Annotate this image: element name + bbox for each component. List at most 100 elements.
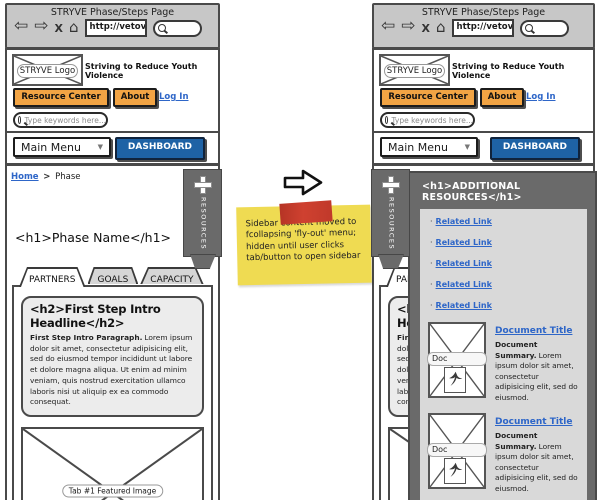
breadcrumb-current: Phase — [55, 172, 81, 182]
search-placeholder: Type keywords here... — [391, 115, 473, 125]
tape-decoration — [279, 200, 333, 225]
home-icon[interactable]: ⌂ — [435, 17, 446, 36]
bullet-icon: · — [430, 217, 433, 226]
left-mockup: STRYVE Phase/Steps Page ⇦ ⇨ X ⌂ http://v… — [5, 3, 222, 500]
about-button[interactable]: About — [480, 88, 524, 107]
resource-center-button[interactable]: Resource Center — [13, 88, 109, 107]
browser-chrome: STRYVE Phase/Steps Page ⇦ ⇨ X ⌂ http://v… — [372, 3, 595, 49]
sidebar-heading: <h1>ADDITIONAL RESOURCES</h1> — [422, 181, 522, 203]
featured-image-label: Tab #1 Featured Image — [61, 484, 164, 498]
site-header: STRYVE Logo Striving to Reduce Youth Vio… — [374, 50, 593, 133]
doc-thumb-label: Doc — [427, 352, 487, 366]
browser-search-field[interactable] — [519, 19, 569, 37]
related-link[interactable]: Related Link — [435, 259, 492, 268]
magnifier-icon — [524, 24, 533, 32]
resources-flyout-tab[interactable]: RESOURCES — [371, 169, 410, 269]
logo-label: STRYVE Logo — [17, 64, 78, 78]
content-area: Home > Phase <h1>Phase Name</h1> PARTNER… — [371, 166, 597, 500]
browser-search-field[interactable] — [152, 19, 202, 37]
search-placeholder: Type keywords here... — [24, 115, 106, 125]
document-info: Document Title Document Summary.Lorem ip… — [495, 322, 579, 403]
close-icon[interactable]: X — [421, 21, 430, 35]
back-arrow-icon[interactable]: ⇦ — [14, 16, 29, 36]
list-item: ·Related Link — [430, 238, 579, 247]
magnifier-icon — [385, 116, 389, 124]
page-body: STRYVE Logo Striving to Reduce Youth Vio… — [371, 48, 597, 500]
url-field[interactable]: http://vetov — [84, 19, 147, 37]
tab-goals[interactable]: GOALS — [87, 267, 139, 284]
bullet-icon: · — [430, 259, 433, 268]
main-menu-dropdown[interactable]: Main Menu ▼ — [380, 137, 478, 157]
logo-label: STRYVE Logo — [384, 64, 445, 78]
keyword-search-input[interactable]: Type keywords here... — [380, 112, 475, 128]
additional-resources-sidebar: <h1>ADDITIONAL RESOURCES</h1> ·Related L… — [408, 171, 597, 500]
plus-icon — [382, 177, 399, 193]
featured-image-placeholder: Tab #1 Featured Image — [21, 427, 204, 500]
document-thumbnail: Doc — [427, 322, 487, 398]
breadcrumb: Home > Phase — [11, 172, 81, 182]
resource-center-button[interactable]: Resource Center — [380, 88, 476, 107]
pdf-icon — [444, 367, 466, 393]
magnifier-icon — [157, 24, 166, 32]
transition-arrow-icon — [283, 169, 323, 196]
document-info: Document Title Document Summary.Lorem ip… — [495, 413, 579, 494]
logo-placeholder: STRYVE Logo — [12, 54, 83, 86]
window-title: STRYVE Phase/Steps Page — [50, 7, 175, 18]
document-thumbnail: Doc — [427, 413, 487, 490]
pdf-icon — [444, 458, 466, 485]
sidebar-content-box: ·Related Link ·Related Link ·Related Lin… — [420, 209, 587, 500]
resources-tab-label: RESOURCES — [387, 197, 396, 251]
back-arrow-icon[interactable]: ⇦ — [381, 16, 396, 36]
tab-capacity[interactable]: CAPACITY — [140, 267, 204, 284]
document-summary: Document Summary.Lorem ipsum dolor sit a… — [495, 431, 578, 493]
breadcrumb-separator: > — [43, 172, 51, 182]
home-icon[interactable]: ⌂ — [68, 17, 79, 36]
intro-box: <h2>First Step Intro Headline</h2> First… — [21, 296, 204, 418]
bullet-icon: · — [430, 238, 433, 247]
menu-bar: Main Menu ▼ DASHBOARD — [7, 133, 218, 166]
about-button[interactable]: About — [113, 88, 157, 107]
forward-arrow-icon[interactable]: ⇨ — [34, 16, 49, 36]
related-link[interactable]: Related Link — [435, 301, 492, 310]
document-title-link[interactable]: Document Title — [495, 326, 573, 336]
browser-chrome: STRYVE Phase/Steps Page ⇦ ⇨ X ⌂ http://v… — [5, 3, 220, 49]
resources-tab-label: RESOURCES — [199, 197, 208, 251]
document-item: Doc Document Title Document Summary.Lore… — [420, 322, 587, 403]
document-title-link[interactable]: Document Title — [495, 417, 573, 428]
chevron-down-icon: ▼ — [464, 143, 470, 151]
login-link[interactable]: Log In — [159, 92, 189, 102]
site-header: STRYVE Logo Striving to Reduce Youth Vio… — [7, 50, 218, 133]
login-link[interactable]: Log In — [526, 92, 556, 102]
document-item: Doc Document Title Document Summary.Lore… — [420, 413, 587, 494]
content-area: Home > Phase RESOURCES <h1>Phase Name</h… — [7, 166, 222, 500]
window-title: STRYVE Phase/Steps Page — [421, 7, 546, 18]
related-links-list: ·Related Link ·Related Link ·Related Lin… — [420, 209, 587, 310]
related-link[interactable]: Related Link — [435, 238, 492, 247]
main-menu-dropdown[interactable]: Main Menu ▼ — [13, 137, 111, 157]
tagline: Striving to Reduce Youth Violence — [452, 62, 565, 80]
dashboard-button[interactable]: DASHBOARD — [114, 137, 205, 160]
related-link[interactable]: Related Link — [435, 217, 492, 226]
related-link[interactable]: Related Link — [435, 280, 492, 289]
tab-partners[interactable]: PARTNERS — [19, 267, 86, 287]
close-icon[interactable]: X — [54, 21, 63, 35]
main-menu-label: Main Menu — [388, 140, 448, 154]
url-field[interactable]: http://vetov — [451, 19, 514, 37]
browser-nav-row: ⇦ ⇨ X ⌂ http://vetov — [374, 18, 593, 37]
keyword-search-input[interactable]: Type keywords here... — [13, 112, 108, 128]
page-title: <h1>Phase Name</h1> — [15, 230, 172, 245]
bullet-icon: · — [430, 280, 433, 289]
plus-icon — [194, 177, 211, 193]
section-tabs: PARTNERS GOALS CAPACITY — [19, 267, 204, 287]
intro-paragraph-lead: First Step Intro Paragraph. — [30, 333, 143, 342]
tab-content-panel: <h2>First Step Intro Headline</h2> First… — [12, 285, 213, 500]
main-menu-label: Main Menu — [21, 140, 81, 154]
right-mockup: STRYVE Phase/Steps Page ⇦ ⇨ X ⌂ http://v… — [371, 3, 597, 500]
forward-arrow-icon[interactable]: ⇨ — [401, 16, 416, 36]
resources-flyout-tab[interactable]: RESOURCES — [183, 169, 222, 269]
dashboard-button[interactable]: DASHBOARD — [489, 137, 580, 160]
doc-thumb-label: Doc — [427, 443, 487, 458]
breadcrumb-home-link[interactable]: Home — [11, 172, 39, 182]
browser-nav-row: ⇦ ⇨ X ⌂ http://vetov — [7, 18, 218, 37]
